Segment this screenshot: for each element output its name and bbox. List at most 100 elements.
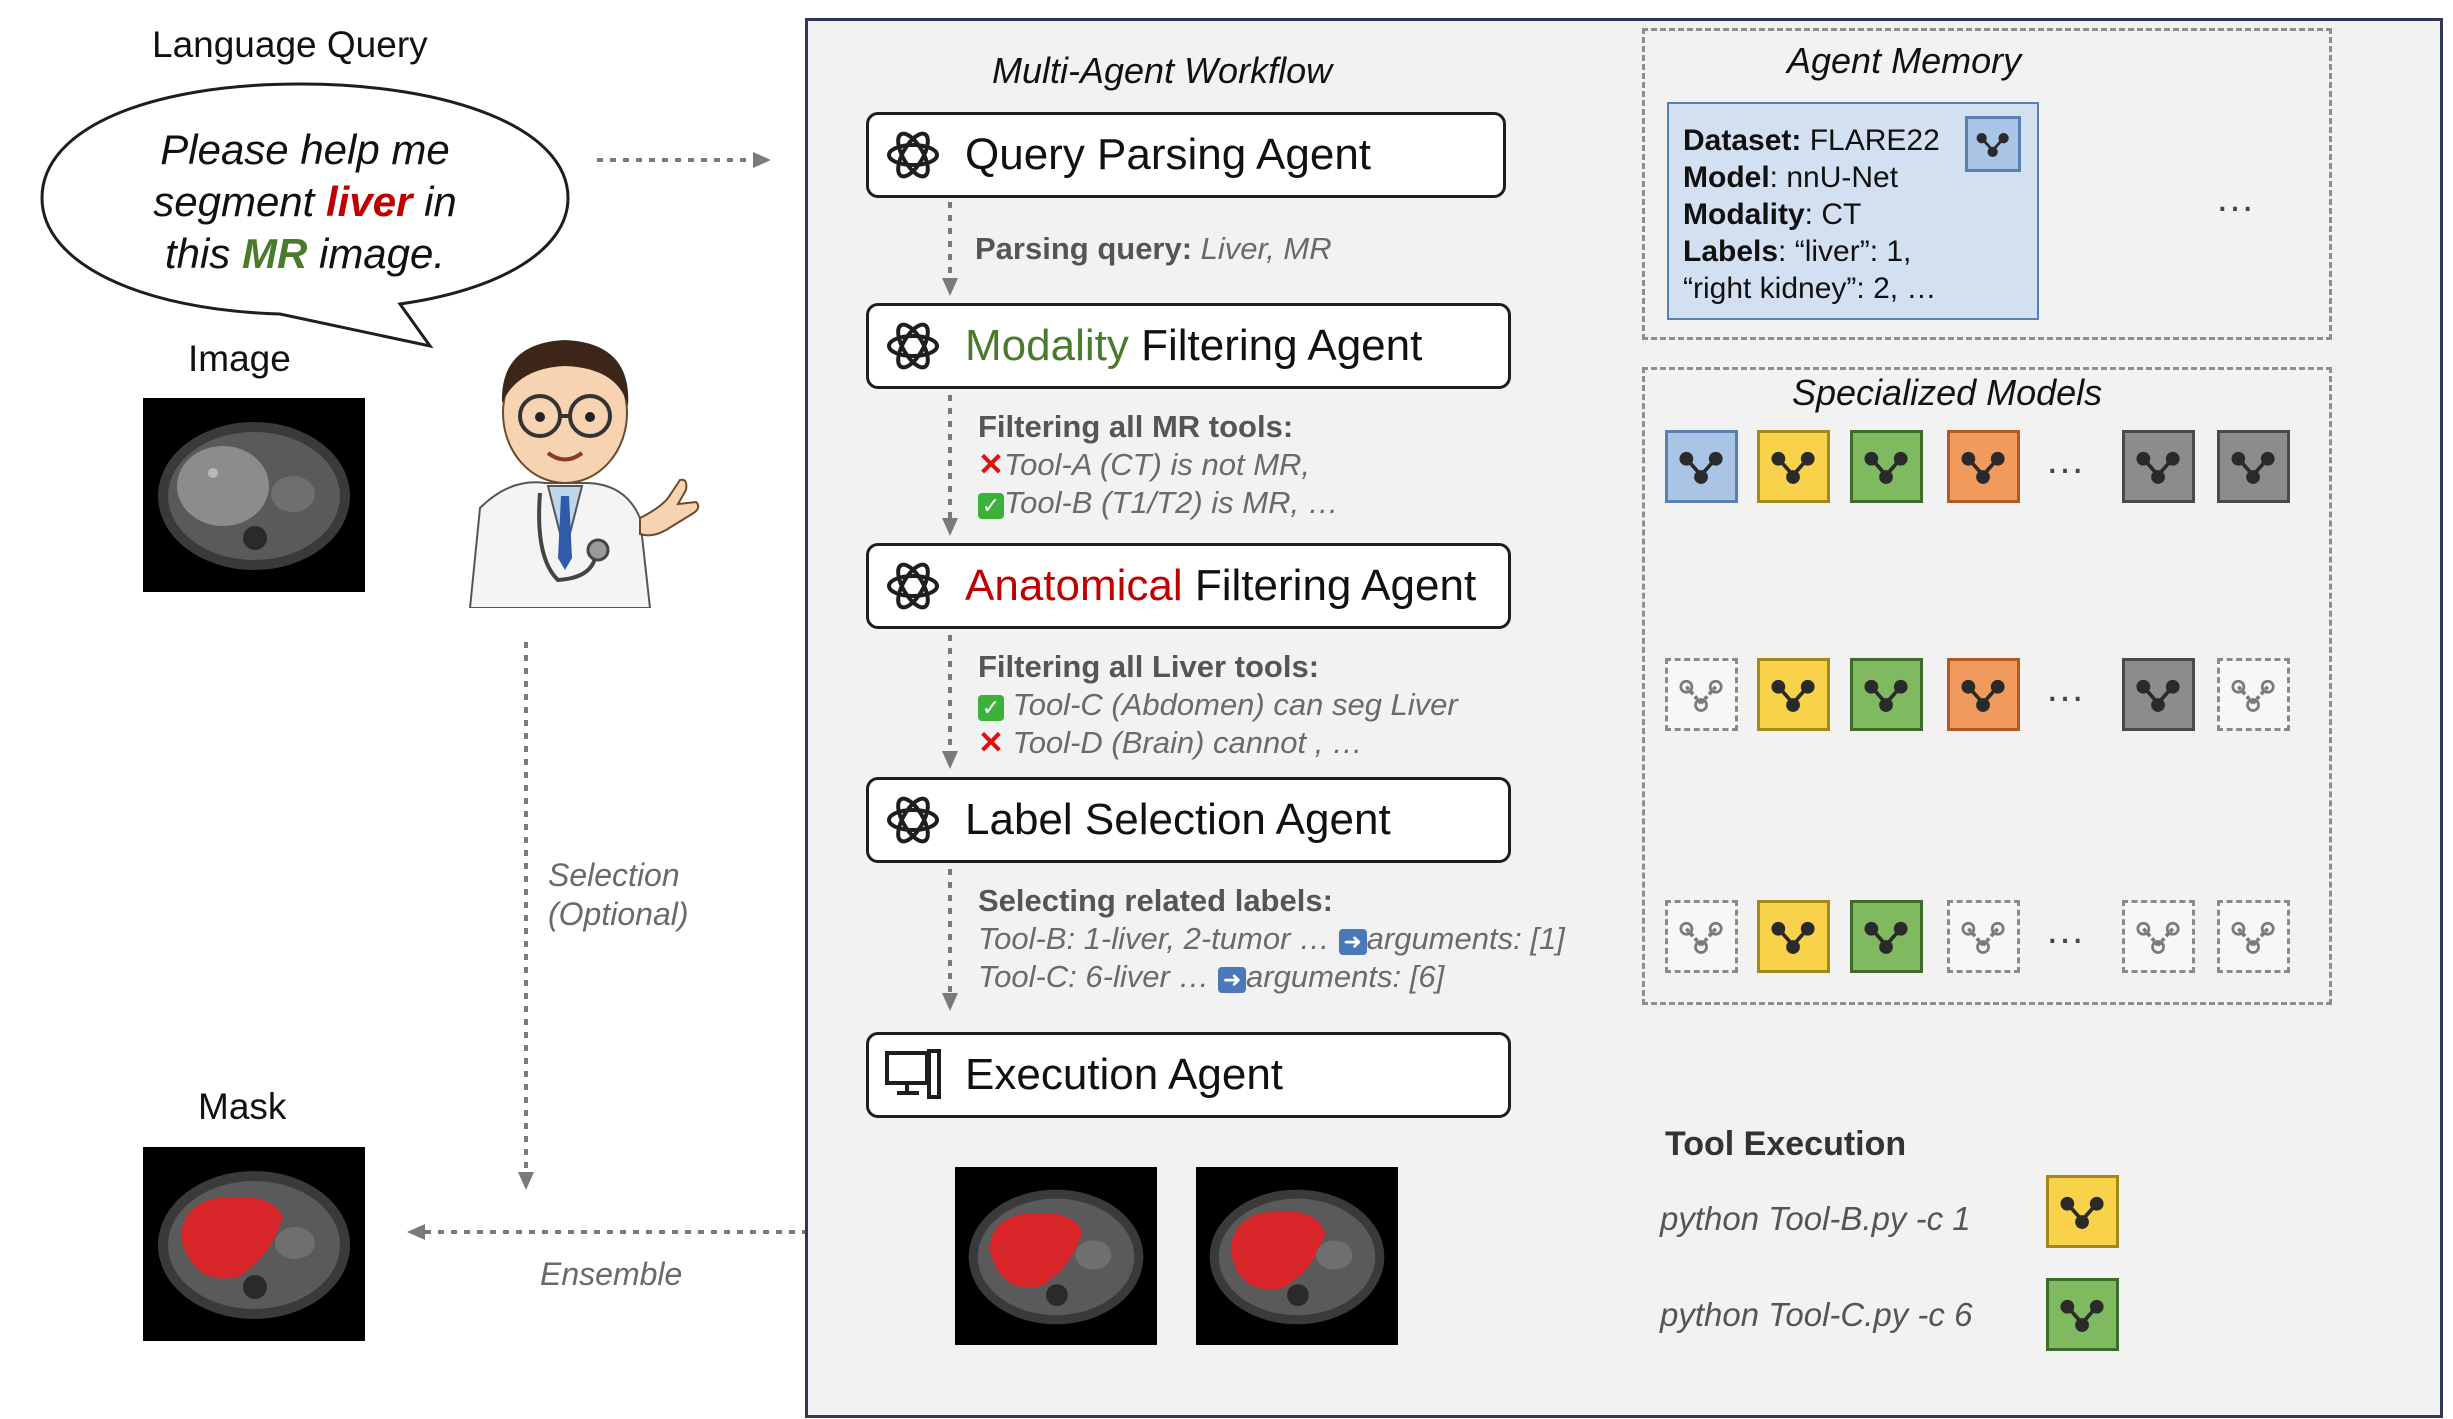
openai-icon <box>887 796 939 844</box>
check-icon: ✓ <box>978 695 1004 721</box>
image-title: Image <box>188 338 291 379</box>
openai-icon <box>887 322 939 370</box>
query-line-2: segment liver in <box>153 178 457 225</box>
tool-b-model-icon <box>2046 1175 2119 1248</box>
parsing-note: Parsing query: Liver, MR <box>975 230 1332 268</box>
connector-2 <box>942 395 958 536</box>
cross-icon: ✕ <box>978 447 1004 482</box>
selection-label: Selection (Optional) <box>548 856 689 934</box>
anatomical-filtering-agent: Anatomical Filtering Agent <box>866 543 1511 629</box>
agent-memory-box <box>1642 28 2332 340</box>
specialized-models-title: Specialized Models <box>1792 372 2103 413</box>
keyword-liver: liver <box>326 178 413 225</box>
model-icon-yellow <box>1757 430 1830 503</box>
check-icon: ✓ <box>978 493 1004 519</box>
models-ellipsis: … <box>2045 438 2089 482</box>
result-image-1 <box>955 1167 1157 1345</box>
agent-prefix-modality: Modality <box>965 321 1129 370</box>
selection-label-line2: (Optional) <box>548 896 689 932</box>
ensemble-label: Ensemble <box>540 1256 683 1292</box>
speech-bubble <box>40 82 570 349</box>
model-icon-yellow <box>1757 658 1830 731</box>
parsing-note-text: Liver, MR <box>1192 231 1332 266</box>
anatomical-note-line1: Tool-C (Abdomen) can seg Liver <box>1004 687 1458 722</box>
anatomical-note-line2: Tool-D (Brain) cannot , … <box>1003 725 1363 760</box>
unavailable-model-icon <box>2217 658 2290 731</box>
model-icon-green <box>1850 658 1923 731</box>
modality-note-line2: Tool-B (T1/T2) is MR, … <box>1004 485 1339 520</box>
connector-1 <box>942 202 958 296</box>
keyword-mr: MR <box>241 230 308 277</box>
parsing-note-title: Parsing query: <box>975 231 1193 266</box>
label-note-line2: Tool-C: 6-liver … <box>978 959 1219 994</box>
openai-icon <box>887 562 939 610</box>
cross-icon: ✕ <box>978 725 1004 760</box>
model-icon-gray <box>2217 430 2290 503</box>
anatomical-note-title: Filtering all Liver tools: <box>978 649 1320 684</box>
label-note-line1: Tool-B: 1-liver, 2-tumor … <box>978 921 1339 956</box>
agent-prefix-anatomical: Anatomical <box>965 561 1183 610</box>
models-ellipsis: … <box>2045 908 2089 952</box>
model-icon-yellow <box>1757 900 1830 973</box>
agent-label: Label Selection Agent <box>965 795 1391 844</box>
models-ellipsis: … <box>2045 666 2089 710</box>
memory-card-blue: Dataset: FLARE22 Model: nnU-Net Modality… <box>1667 102 2039 320</box>
model-icon-orange <box>1947 430 2020 503</box>
tool-c-model-icon <box>2046 1278 2119 1351</box>
arrow-right-icon: ➜ <box>1218 967 1247 993</box>
execution-agent: Execution Agent <box>866 1032 1511 1118</box>
agent-label: Query Parsing Agent <box>965 130 1372 179</box>
memory-ellipsis: … <box>2215 176 2259 220</box>
mask-title: Mask <box>198 1086 287 1127</box>
label-note-args2: arguments: [6] <box>1246 959 1445 994</box>
query-line-3: this MR image. <box>164 230 446 277</box>
model-icon-blue <box>1665 430 1738 503</box>
unavailable-model-icon <box>1665 658 1738 731</box>
agent-memory-title: Agent Memory <box>1787 40 2022 81</box>
unavailable-model-icon <box>1665 900 1738 973</box>
arrow-right-icon: ➜ <box>1338 929 1367 955</box>
query-to-workflow-arrow <box>597 152 771 168</box>
model-icon-gray <box>2122 430 2195 503</box>
workflow-title: Multi-Agent Workflow <box>992 50 1333 91</box>
modality-note: Filtering all MR tools: ✕Tool-A (CT) is … <box>978 408 1339 522</box>
selection-label-line1: Selection <box>548 857 680 893</box>
tool-execution-title: Tool Execution <box>1665 1125 1907 1163</box>
model-icon <box>1965 116 2021 172</box>
unavailable-model-icon <box>1947 900 2020 973</box>
label-note-title: Selecting related labels: <box>978 883 1333 918</box>
query-line-1: Please help me <box>160 126 450 173</box>
model-icon-green <box>1850 430 1923 503</box>
result-image-2 <box>1196 1167 1398 1345</box>
modality-note-line1: Tool-A (CT) is not MR, <box>1003 447 1311 482</box>
agent-label: Filtering Agent <box>1182 561 1477 610</box>
specialized-models-box <box>1642 367 2332 1005</box>
unavailable-model-icon <box>2217 900 2290 973</box>
doctor-illustration <box>468 340 700 608</box>
query-text: Please help me segment liver in this MR … <box>70 124 540 280</box>
connector-3 <box>942 635 958 769</box>
query-parsing-agent: Query Parsing Agent <box>866 112 1506 198</box>
computer-icon <box>885 1049 941 1099</box>
model-icon-green <box>1850 900 1923 973</box>
openai-icon <box>887 131 939 179</box>
mask-output-image <box>143 1147 365 1341</box>
mr-input-image <box>143 398 365 592</box>
anatomical-note: Filtering all Liver tools: ✓ Tool-C (Abd… <box>978 648 1458 762</box>
model-icon-gray <box>2122 658 2195 731</box>
label-note: Selecting related labels: Tool-B: 1-live… <box>978 882 1565 996</box>
tool-cmd-1: python Tool-B.py -c 1 <box>1660 1200 1971 1237</box>
label-selection-agent: Label Selection Agent <box>866 777 1511 863</box>
selection-arrow <box>518 642 534 1190</box>
agent-label: Filtering Agent <box>1128 321 1423 370</box>
label-note-args1: arguments: [1] <box>1366 921 1565 956</box>
memory-text: Dataset: FLARE22 Model: nnU-Net Modality… <box>1683 124 1940 305</box>
modality-filtering-agent: Modality Filtering Agent <box>866 303 1511 389</box>
model-icon-orange <box>1947 658 2020 731</box>
agent-label: Execution Agent <box>965 1050 1284 1099</box>
tool-cmd-2: python Tool-C.py -c 6 <box>1660 1296 1973 1333</box>
connector-4 <box>942 869 958 1011</box>
language-query-title: Language Query <box>152 24 428 65</box>
unavailable-model-icon <box>2122 900 2195 973</box>
modality-note-title: Filtering all MR tools: <box>978 409 1294 444</box>
